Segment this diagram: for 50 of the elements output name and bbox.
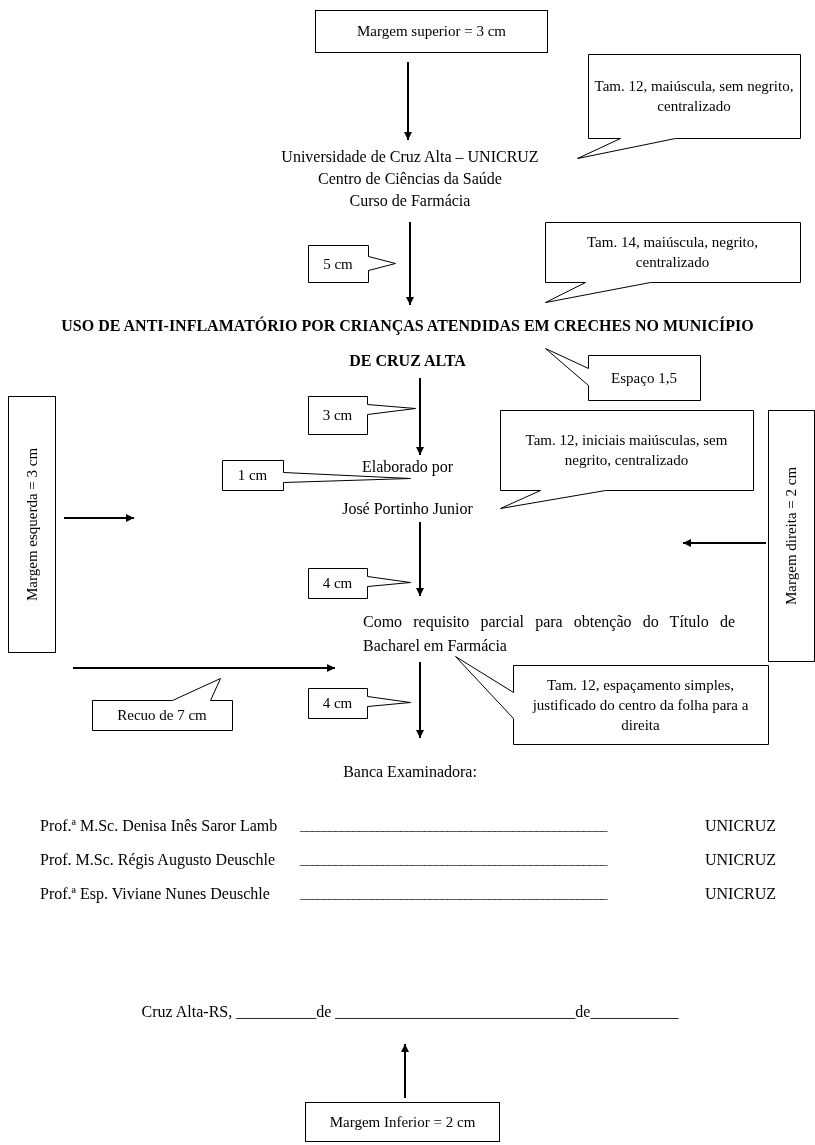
callout-text: Tam. 14, maiúscula, negrito, centralizado [586, 233, 759, 272]
arrow [404, 61, 412, 141]
margin-box: Margem superior = 3 cm [315, 10, 548, 53]
arrow [416, 377, 424, 456]
callout-bubble [308, 245, 396, 283]
body-text: Banca Examinadora: [320, 760, 500, 783]
heading-line: Universidade de Cruz Alta – UNICRUZ [280, 147, 540, 167]
callout-text: Recuo de 7 cm [116, 706, 208, 725]
signature-line: ____________________________________________________ [300, 817, 607, 835]
examiner-name: Prof.ª M.Sc. Denisa Inês Saror Lamb [40, 816, 278, 836]
institution-name: UNICRUZ [705, 850, 777, 870]
arrow [406, 221, 414, 306]
margin-box: Margem direita = 2 cm [768, 410, 815, 662]
examiner-name: Prof. M.Sc. Régis Augusto Deuschle [40, 850, 276, 871]
callout-bubble [577, 54, 801, 159]
body-text: José Portinho Junior [320, 497, 495, 520]
callout-text: Tam. 12, iniciais maiúsculas, sem negrito, centralizado [524, 431, 729, 470]
institution-name: UNICRUZ [705, 816, 777, 836]
callout-text: Tam. 12, espaçamento simples, justificado do centro da folha para a direita [531, 675, 750, 735]
callout-bubble [500, 410, 754, 509]
callout-bubble [92, 678, 233, 731]
signature-line: ____________________________________________________ [300, 885, 607, 903]
callout-text: Espaço 1,5 [610, 368, 678, 388]
callout-bubble [308, 568, 411, 599]
signature-line: ____________________________________________________ [300, 851, 607, 869]
arrow [63, 514, 135, 522]
callout-text: 1 cm [236, 466, 269, 485]
arrow [416, 661, 424, 739]
arrow [682, 539, 767, 547]
callout-text: 3 cm [321, 406, 354, 425]
callout-bubble [308, 396, 416, 435]
callout-text: 5 cm [322, 254, 354, 274]
margin-box: Margem Inferior = 2 cm [305, 1102, 500, 1142]
margin-box: Margem esquerda = 3 cm [8, 396, 56, 653]
institution-name: UNICRUZ [705, 884, 777, 904]
body-text: Cruz Alta-RS, __________de ______________________________de___________ [100, 1000, 720, 1024]
callout-bubble [545, 348, 701, 401]
arrow [416, 521, 424, 597]
body-text: Elaborado por [345, 455, 470, 478]
arrow [401, 1043, 409, 1099]
examiner-name: Prof.ª Esp. Viviane Nunes Deuschle [40, 884, 270, 905]
callout-text: 4 cm [321, 574, 354, 593]
body-text: Como requisito parcial para obtenção do Título de Bacharel em Farmácia [363, 610, 735, 658]
heading-line: Curso de Farmácia [348, 191, 472, 211]
callout-text: 4 cm [321, 694, 354, 713]
callout-text: Tam. 12, maiúscula, sem negrito, centralizado [593, 77, 795, 116]
callout-bubble [545, 222, 801, 303]
heading-line: Centro de Ciências da Saúde [317, 169, 503, 189]
callout-bubble [308, 688, 411, 719]
callout-bubble [455, 656, 769, 745]
